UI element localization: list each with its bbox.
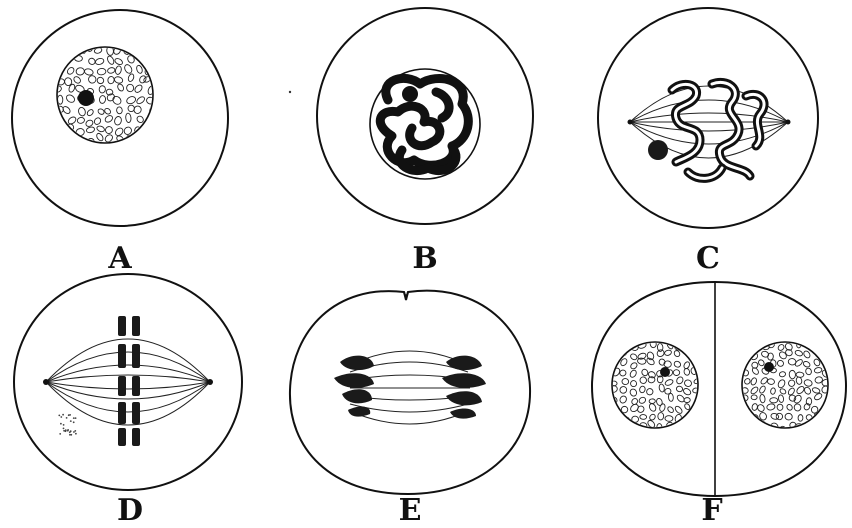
panel-label-c: C [696,241,720,276]
nucleolus-right [764,362,774,372]
nucleolus [402,86,418,102]
nucleolus [648,140,668,160]
centrosome-left [628,120,633,125]
panel-label-b: B [412,241,437,276]
panel-d: D [14,274,242,528]
cell-membrane [598,8,818,228]
cell-membrane [290,291,530,494]
panel-label-d: D [117,493,143,528]
nucleolus-left [660,367,670,377]
centrosome-left [43,379,49,385]
panel-e: E [290,291,530,528]
cleavage-furrow-top [404,292,408,296]
centrosome-right [786,120,791,125]
panel-c: C [598,8,818,276]
nucleolus [78,90,94,106]
panel-label-a: A [107,241,132,276]
centrosome-right [207,379,213,385]
panel-label-e: E [399,493,422,528]
speck [289,91,291,93]
panel-label-f: F [701,493,722,528]
panel-a: A [12,10,228,276]
panel-f: F [592,282,846,528]
panel-b: B [317,8,533,276]
